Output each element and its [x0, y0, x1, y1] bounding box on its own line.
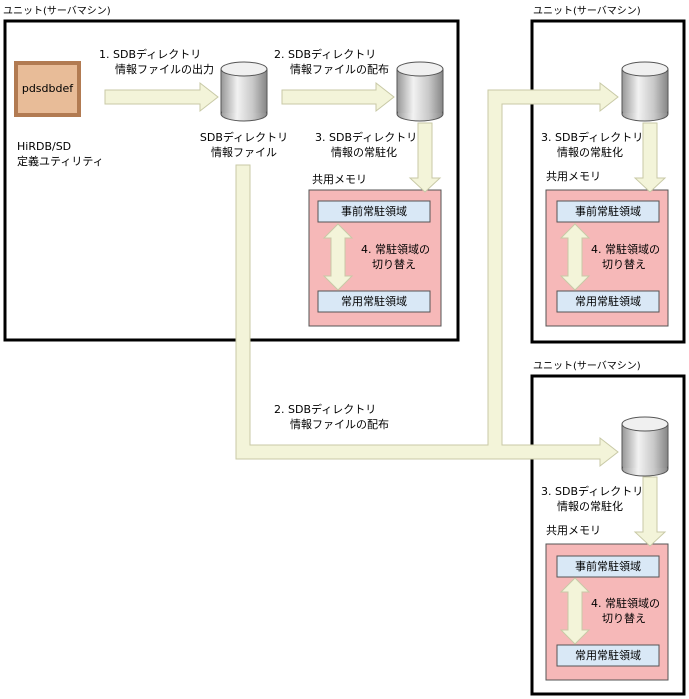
- utility-name: pdsdbdef: [21, 82, 74, 95]
- arrow-switch-2: [559, 223, 591, 291]
- pre-area-box-1: [317, 200, 431, 223]
- resident-cylinder-3: [621, 416, 669, 477]
- unit-label-1: ユニット(サーバマシン): [3, 6, 111, 17]
- shared-memory-label-2: 共用メモリ: [546, 170, 601, 183]
- shared-memory-label-3: 共用メモリ: [546, 524, 601, 537]
- dir-file-cylinder: [220, 61, 268, 122]
- step-resident-2-line2: 情報の常駐化: [557, 146, 623, 159]
- step-distribute-local-line1: 2. SDBディレクトリ: [274, 48, 377, 61]
- step-resident-3-line1: 3. SDBディレクトリ: [541, 485, 644, 498]
- arrow-switch-3: [559, 577, 591, 645]
- step-switch-1-line2: 切り替え: [372, 258, 416, 271]
- dir-file-label-line2: 情報ファイル: [211, 146, 277, 159]
- regular-area-label-2: 常用常駐領域: [575, 295, 641, 308]
- step-distribute-local-line2: 情報ファイルの配布: [290, 63, 389, 76]
- step-resident-1-line2: 情報の常駐化: [331, 146, 397, 159]
- utility-box: [14, 61, 81, 117]
- arrow-distribute-remote: [235, 81, 619, 468]
- arrow-switch-1: [322, 223, 354, 291]
- step-output-line1: 1. SDBディレクトリ: [99, 48, 202, 61]
- resident-cylinder-1: [396, 61, 444, 122]
- regular-area-box-1: [317, 290, 431, 313]
- step-switch-2-line1: 4. 常駐領域の: [591, 243, 660, 256]
- pre-area-box-2: [556, 200, 660, 223]
- arrow-distribute-local: [281, 81, 395, 113]
- step-switch-3-line1: 4. 常駐領域の: [591, 597, 660, 610]
- step-switch-2-line2: 切り替え: [602, 258, 646, 271]
- step-distribute-remote-line2: 情報ファイルの配布: [290, 418, 389, 431]
- regular-area-box-3: [556, 644, 660, 667]
- regular-area-label-3: 常用常駐領域: [575, 649, 641, 662]
- arrow-resident-1: [408, 122, 442, 193]
- step-output-line2: 情報ファイルの出力: [115, 63, 214, 76]
- arrow-resident-3: [633, 476, 667, 547]
- resident-cylinder-2: [621, 61, 669, 122]
- regular-area-box-2: [556, 290, 660, 313]
- regular-area-label-1: 常用常駐領域: [341, 295, 407, 308]
- utility-caption-line2: 定義ユティリティ: [17, 155, 104, 168]
- pre-area-label-3: 事前常駐領域: [575, 560, 641, 573]
- unit-label-3: ユニット(サーバマシン): [533, 361, 641, 372]
- arrow-output: [104, 81, 219, 113]
- shared-memory-label-1: 共用メモリ: [312, 173, 367, 186]
- dir-file-label-line1: SDBディレクトリ: [199, 131, 289, 144]
- pre-area-box-3: [556, 555, 660, 578]
- arrow-resident-2: [633, 122, 667, 193]
- pre-area-label-2: 事前常駐領域: [575, 205, 641, 218]
- step-switch-1-line1: 4. 常駐領域の: [361, 243, 430, 256]
- pre-area-label-1: 事前常駐領域: [341, 205, 407, 218]
- step-resident-2-line1: 3. SDBディレクトリ: [541, 131, 644, 144]
- step-resident-3-line2: 情報の常駐化: [557, 500, 623, 513]
- step-resident-1-line1: 3. SDBディレクトリ: [315, 131, 418, 144]
- step-switch-3-line2: 切り替え: [602, 612, 646, 625]
- step-distribute-remote-line1: 2. SDBディレクトリ: [274, 403, 377, 416]
- unit-label-2: ユニット(サーバマシン): [533, 6, 641, 17]
- utility-caption-line1: HiRDB/SD: [17, 140, 72, 153]
